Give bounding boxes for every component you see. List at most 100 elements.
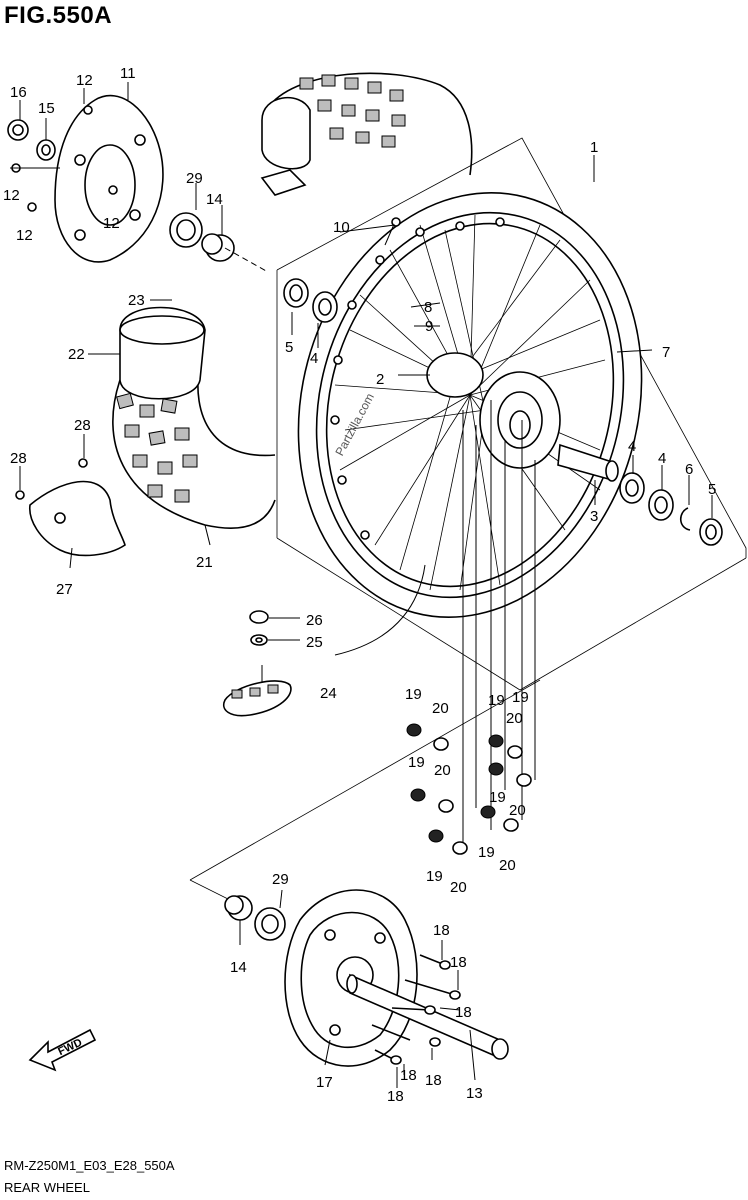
sprocket-nut-5[interactable]: [480, 805, 496, 819]
sprocket-nut-2[interactable]: [488, 734, 504, 748]
callout-19-e: 19: [478, 844, 495, 861]
rear-axle[interactable]: [346, 973, 509, 1060]
callout-28-b: 28: [10, 450, 27, 467]
callout-12-d: 12: [103, 215, 120, 232]
callout-20-a: 20: [432, 700, 449, 717]
axle-washer[interactable]: [36, 139, 56, 161]
callout-2: 2: [376, 371, 384, 388]
callout-12-a: 12: [76, 72, 93, 89]
callout-18-d: 18: [425, 1072, 442, 1089]
callout-18-f: 18: [387, 1088, 404, 1105]
sprocket-nut-1[interactable]: [406, 723, 422, 737]
wheel-assembly[interactable]: [252, 154, 688, 656]
disc-bolt-4[interactable]: [108, 185, 118, 195]
callout-22: 22: [68, 346, 85, 363]
figure-title: FIG.550A: [4, 2, 113, 29]
sprocket-washer-5[interactable]: [503, 818, 519, 832]
callout-15: 15: [38, 100, 55, 117]
rim-lock[interactable]: [223, 665, 292, 717]
tire-tread: [116, 392, 198, 503]
figure-code: RM-Z250M1_E03_E28_550A: [4, 1158, 175, 1173]
tire-top: [260, 72, 473, 196]
callout-12-c: 12: [16, 227, 33, 244]
callout-19-d: 19: [489, 789, 506, 806]
callout-19-g: 19: [512, 689, 529, 706]
disc-bolt-1[interactable]: [83, 105, 93, 115]
callout-14-bottom: 14: [230, 959, 247, 976]
dust-seal-left[interactable]: [283, 278, 309, 308]
sprocket-washer-3[interactable]: [516, 773, 532, 787]
sprocket-nut-6[interactable]: [428, 829, 444, 843]
callout-19-c: 19: [408, 754, 425, 771]
callout-25: 25: [306, 634, 323, 651]
callout-20-d: 20: [509, 802, 526, 819]
sprocket-washer-6[interactable]: [452, 841, 468, 855]
callout-5-right: 5: [708, 481, 716, 498]
disc-cover[interactable]: [29, 480, 126, 557]
axle-sleeve[interactable]: [557, 443, 619, 482]
bearing-right-1[interactable]: [619, 472, 645, 504]
callout-18-b: 18: [450, 954, 467, 971]
spacer-left[interactable]: [201, 233, 235, 262]
dust-seal-right[interactable]: [699, 518, 723, 546]
sprocket-washer-1[interactable]: [433, 737, 449, 751]
callout-24: 24: [320, 685, 337, 702]
callout-20-c: 20: [506, 710, 523, 727]
callout-17: 17: [316, 1074, 333, 1091]
callout-20-f: 20: [450, 879, 467, 896]
callout-18-e: 18: [400, 1067, 417, 1084]
callout-11: 11: [120, 65, 136, 82]
sprocket-bolt-1[interactable]: [419, 954, 451, 970]
cover-bolt-1[interactable]: [15, 490, 25, 500]
callout-19-b: 19: [488, 692, 505, 709]
callout-8: 8: [424, 299, 432, 316]
tire[interactable]: [112, 306, 276, 529]
bushing-left[interactable]: [169, 212, 203, 248]
callout-28-a: 28: [74, 417, 91, 434]
callout-23: 23: [128, 292, 145, 309]
callout-4-right-b: 4: [658, 450, 666, 467]
bearing-left[interactable]: [312, 291, 338, 323]
rim-lock-washer[interactable]: [250, 634, 268, 646]
rim-strip-lead: [384, 217, 401, 246]
fwd-label: FWD: [56, 1037, 84, 1058]
sprocket-bolt-3[interactable]: [391, 1005, 436, 1015]
callout-21: 21: [196, 554, 213, 571]
sprocket-bolt-5[interactable]: [374, 1049, 402, 1065]
callout-26: 26: [306, 612, 323, 629]
callout-19-f: 19: [426, 868, 443, 885]
callout-5-left: 5: [285, 339, 293, 356]
sprocket-bolt-4[interactable]: [371, 1024, 441, 1047]
callout-3: 3: [590, 508, 598, 525]
cover-bolt-2[interactable]: [78, 458, 88, 468]
callout-19-a: 19: [405, 686, 422, 703]
callout-4-left: 4: [310, 350, 318, 367]
callout-13: 13: [466, 1085, 483, 1102]
bearing-right-2[interactable]: [648, 489, 674, 521]
hub[interactable]: [426, 352, 561, 469]
callout-16: 16: [10, 84, 27, 101]
rim-nipples: [330, 217, 505, 540]
fwd-arrow-icon: FWD: [28, 1028, 97, 1072]
sprocket-washer-4[interactable]: [438, 799, 454, 813]
callout-18-a: 18: [433, 922, 450, 939]
disc-bolt-3[interactable]: [27, 202, 37, 212]
callout-29-bottom: 29: [272, 871, 289, 888]
bushing-bottom[interactable]: [254, 907, 286, 941]
circlip[interactable]: [679, 507, 691, 531]
callout-7: 7: [662, 344, 670, 361]
sprocket-nut-3[interactable]: [488, 762, 504, 776]
brake-disc[interactable]: [54, 94, 164, 263]
rim-lock-nut[interactable]: [249, 610, 269, 624]
callout-14-top: 14: [206, 191, 223, 208]
callout-10: 10: [333, 219, 350, 236]
callout-6: 6: [685, 461, 693, 478]
sprocket-nut-4[interactable]: [410, 788, 426, 802]
axle-nut[interactable]: [7, 119, 29, 141]
callout-4-right-a: 4: [628, 438, 636, 455]
sprocket-washer-2[interactable]: [507, 745, 523, 759]
sprocket-bolt-2[interactable]: [404, 979, 461, 1000]
spacer-bottom[interactable]: [224, 895, 253, 921]
leader-lines: [10, 82, 713, 1088]
